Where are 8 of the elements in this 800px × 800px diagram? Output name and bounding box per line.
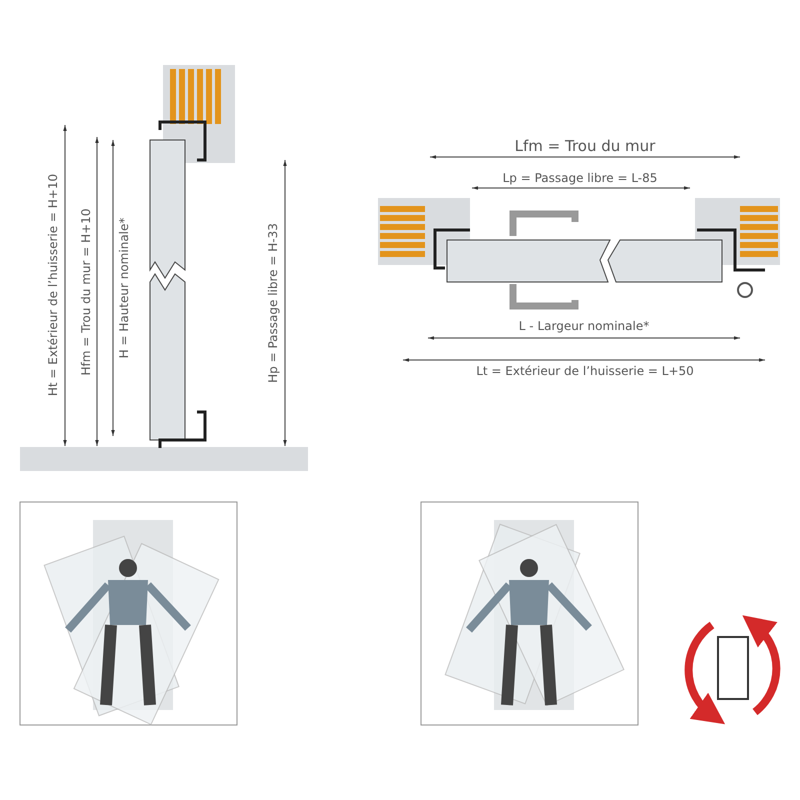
dimension-label: L - Largeur nominale*: [518, 319, 650, 333]
dimension-label: Lt = Extérieur de l’huisserie = L+50: [476, 364, 694, 378]
dimension-label: H = Hauteur nominale*: [117, 218, 131, 358]
dimension-label: Ht = Extérieur de l’huisserie = H+10: [46, 174, 60, 396]
dimension-label: Lfm = Trou du mur: [514, 139, 656, 153]
dimension-label: Lp = Passage libre = L-85: [502, 171, 658, 185]
dimension-label: Hp = Passage libre = H-33: [266, 223, 280, 383]
dimension-label: Hfm = Trou du mur = H+10: [79, 208, 93, 376]
